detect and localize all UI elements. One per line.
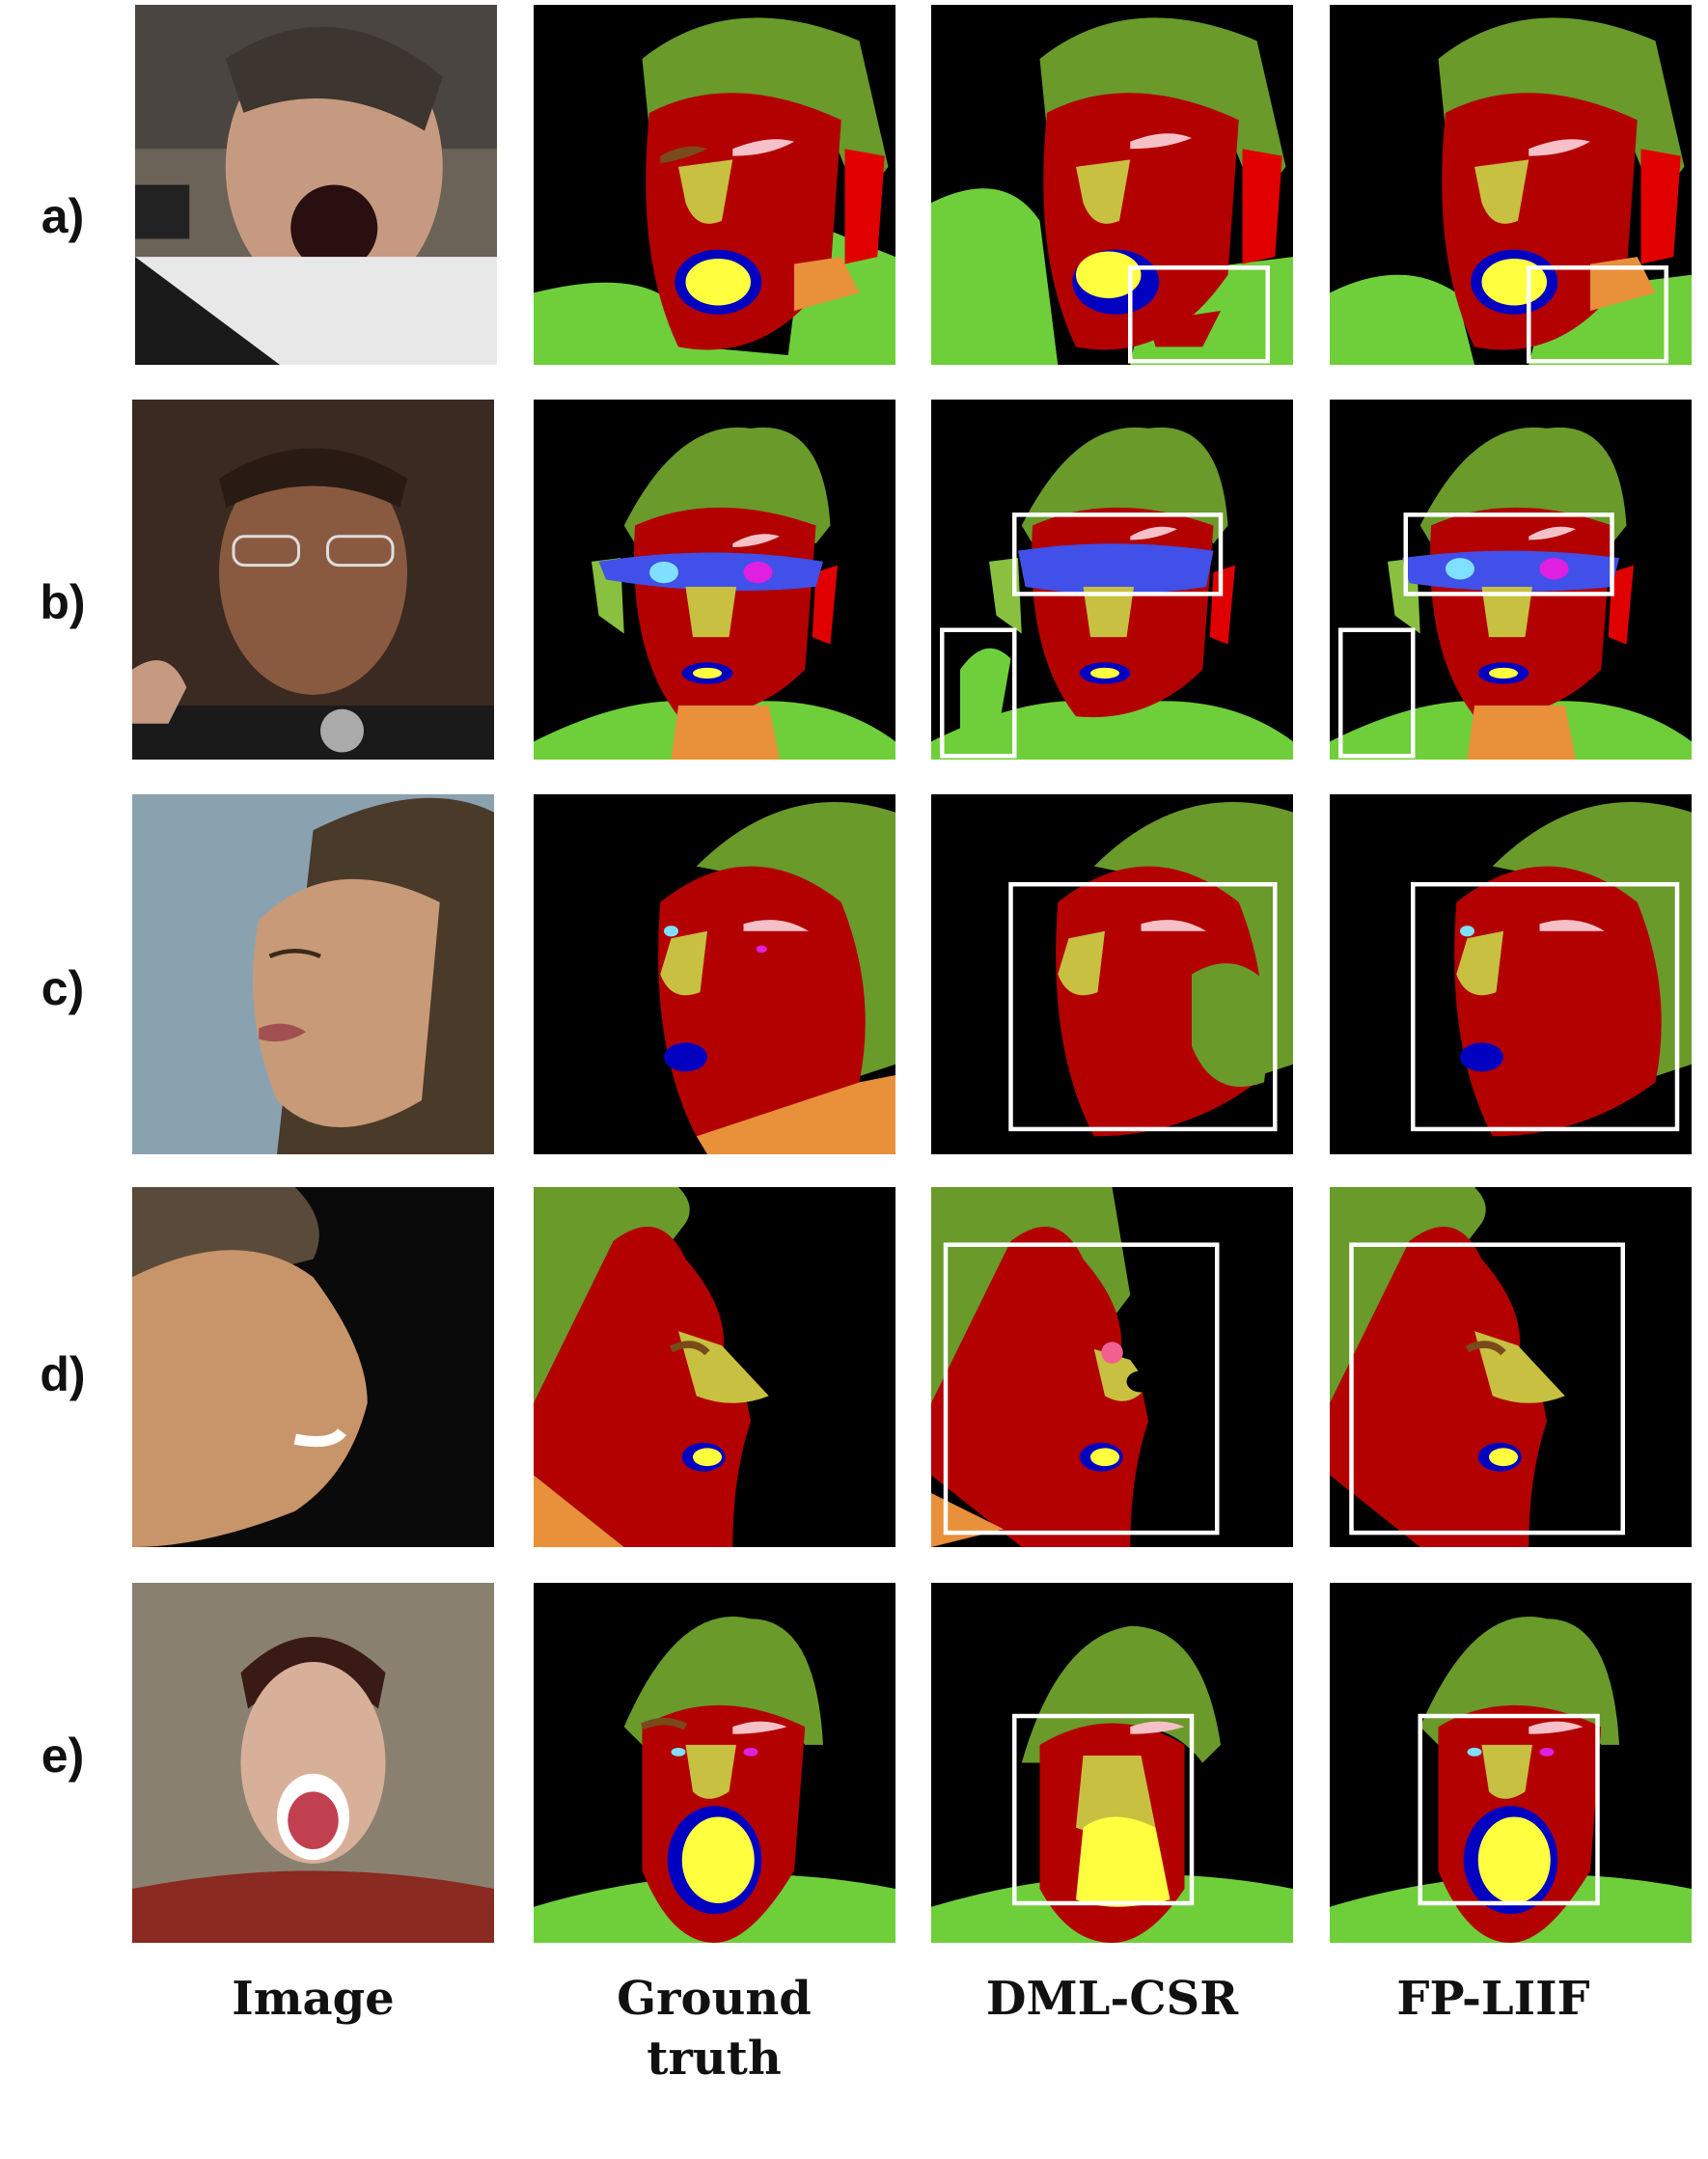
ground-truth-d xyxy=(534,1187,895,1547)
ground-truth-a xyxy=(534,5,895,365)
fp-liif-b xyxy=(1330,400,1692,760)
dml-csr-b xyxy=(931,400,1293,760)
dml-csr-a xyxy=(931,5,1293,365)
dml-csr-d xyxy=(931,1187,1293,1547)
row-label-d: d) xyxy=(40,1347,86,1401)
dml-csr-e xyxy=(931,1583,1293,1943)
row-label-a: a) xyxy=(41,189,85,243)
ground-truth-c xyxy=(534,794,895,1154)
image-b xyxy=(132,400,494,760)
image-a xyxy=(135,5,497,365)
column-label-fp-liif: FP-LIIF xyxy=(1396,1972,1590,2026)
fp-liif-c xyxy=(1330,794,1692,1154)
ground-truth-b xyxy=(534,400,895,760)
dml-csr-c xyxy=(931,794,1293,1154)
image-c xyxy=(132,794,494,1154)
image-d xyxy=(132,1187,494,1547)
column-label-image: Image xyxy=(232,1972,395,2026)
column-label-ground-truth: Ground truth xyxy=(617,1972,812,2086)
fp-liif-a xyxy=(1330,5,1692,365)
column-label-dml-csr: DML-CSR xyxy=(985,1972,1239,2026)
image-e xyxy=(132,1583,494,1943)
row-label-c: c) xyxy=(41,961,85,1015)
fp-liif-e xyxy=(1330,1583,1692,1943)
ground-truth-e xyxy=(534,1583,895,1943)
fp-liif-d xyxy=(1330,1187,1692,1547)
row-label-b: b) xyxy=(40,575,86,629)
row-label-e: e) xyxy=(41,1729,85,1783)
